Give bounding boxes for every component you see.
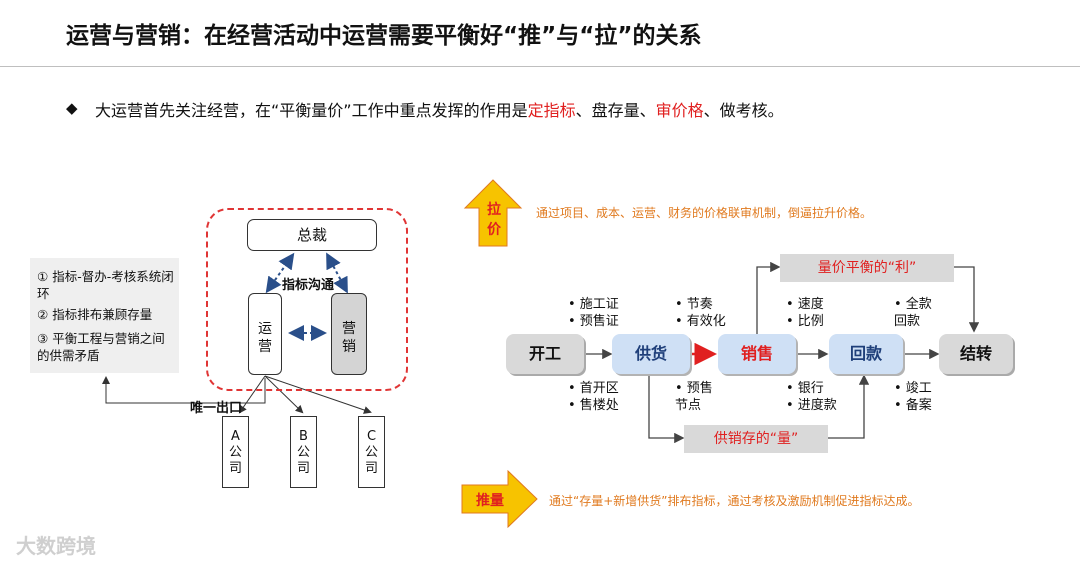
watermark-logo: 大数跨境 [16,534,96,558]
node-payback: 回款 [829,334,903,374]
note-text: 指标排布兼顾存量 [52,307,153,322]
profit-balance-tag: 量价平衡的“利” [780,254,954,282]
settle-steps-list: • 竣工 • 备案 [894,380,932,414]
only-exit-label: 唯一出口 [190,401,243,416]
executive-zone [206,208,408,391]
list-item: • 施工证 [568,297,619,312]
company-letter: A [231,429,240,444]
push-right-arrow-icon [461,469,538,529]
pull-price-label: 拉 价 [485,200,503,240]
push-note: 通过“存量+新增供货”排布指标，通过考核及激励机制促进指标达成。 [549,494,920,508]
company-char: 公 [296,445,310,460]
note-item-1: ① 指标-督办-考核系统闭环 [37,268,177,302]
sales-funding-list: • 银行 • 进度款 [786,380,837,414]
company-letter: C [366,429,377,444]
supply-node-list: • 预售 节点 [675,380,713,414]
list-item: • 有效化 [675,314,726,329]
bullet-prefix: 大运营首先关注经营，在“平衡量价”工作中重点发挥的作用是 [95,101,528,120]
node-start: 开工 [506,334,584,374]
list-item: • 比例 [786,314,824,329]
node-supply: 供货 [612,334,690,374]
title-divider [0,66,1080,67]
node-sales: 销售 [718,334,796,374]
supply-requirements-list: • 节奏 • 有效化 [675,296,726,330]
company-char: 司 [296,461,310,476]
management-notes-box: ① 指标-督办-考核系统闭环 ② 指标排布兼顾存量 ③ 平衡工程与营销之间的供需… [30,258,179,373]
note-text: 平衡工程与营销之间的供需矛盾 [37,331,165,363]
bullet-sep: 、盘存量、 [575,101,656,120]
president-box: 总裁 [247,219,377,251]
note-item-3: ③ 平衡工程与营销之间的供需矛盾 [37,330,177,364]
list-item: • 竣工 [894,381,932,396]
company-char: 司 [364,461,378,476]
list-item: • 备案 [894,398,932,413]
summary-bullet: 大运营首先关注经营，在“平衡量价”工作中重点发挥的作用是定指标、盘存量、审价格、… [95,97,784,121]
company-a-box: A 公 司 [222,416,249,488]
list-item: • 全款 [894,297,932,312]
pull-label-char: 拉 [487,202,501,218]
list-item: • 售楼处 [568,398,619,413]
marketing-box: 营 销 [331,293,367,375]
payback-requirements-list: • 全款 回款 [894,296,932,330]
node-settle: 结转 [939,334,1013,374]
start-site-list: • 首开区 • 售楼处 [568,380,619,414]
list-item: • 节奏 [675,297,713,312]
list-item: • 进度款 [786,398,837,413]
page-title: 运营与营销：在经营活动中运营需要平衡好“推”与“拉”的关系 [66,23,702,49]
list-item: • 预售 [675,381,713,396]
bullet-highlight-2: 审价格 [655,101,704,120]
bullet-suffix: 、做考核。 [703,101,784,120]
bullet-highlight-1: 定指标 [527,101,576,120]
company-char: 司 [228,461,242,476]
list-item: 回款 [894,314,921,329]
note-text: 指标-督办-考核系统闭环 [37,269,174,301]
marketing-label-2: 销 [342,339,356,355]
note-item-2: ② 指标排布兼顾存量 [37,306,177,323]
list-item: • 首开区 [568,381,619,396]
bullet-diamond-icon: ◆ [66,99,78,117]
note-number: ② [37,307,49,322]
pull-label-char: 价 [487,222,501,238]
volume-balance-tag: 供销存的“量” [684,425,828,453]
company-letter: B [299,429,308,444]
push-volume-label: 推量 [476,493,504,509]
sales-requirements-list: • 速度 • 比例 [786,296,824,330]
pull-note: 通过项目、成本、运营、财务的价格联审机制，倒逼拉升价格。 [536,206,873,220]
start-requirements-list: • 施工证 • 预售证 [568,296,619,330]
pull-up-arrow-icon [463,179,523,247]
company-c-box: C 公 司 [358,416,385,488]
list-item: 节点 [675,398,702,413]
operations-label-1: 运 [258,321,272,337]
marketing-label-1: 营 [342,321,356,337]
list-item: • 预售证 [568,314,619,329]
note-number: ① [37,269,49,284]
company-char: 公 [364,445,378,460]
indicator-communication-label: 指标沟通 [282,278,335,293]
operations-label-2: 营 [258,339,272,355]
company-char: 公 [228,445,242,460]
list-item: • 银行 [786,381,824,396]
operations-box: 运 营 [248,293,282,375]
note-number: ③ [37,331,49,346]
company-b-box: B 公 司 [290,416,317,488]
list-item: • 速度 [786,297,824,312]
